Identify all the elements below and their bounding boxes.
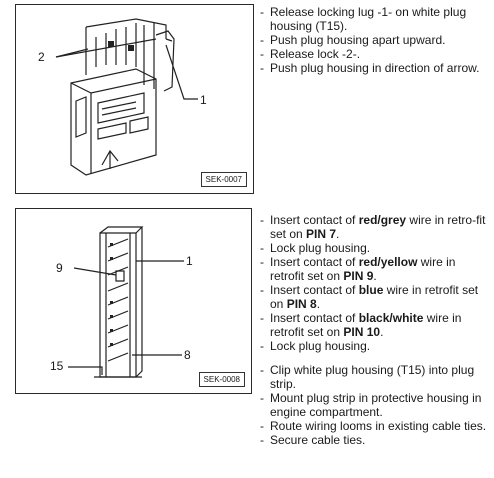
callout-15: 15 <box>50 359 64 373</box>
callout-1: 1 <box>200 93 207 107</box>
callout-8: 8 <box>184 348 191 362</box>
step: Insert contact of red/grey wire in retro… <box>260 213 488 241</box>
step: Lock plug housing. <box>260 241 488 255</box>
step: Push plug housing in direction of arrow. <box>260 61 488 75</box>
step: Insert contact of black/white wire in re… <box>260 311 488 339</box>
step: Push plug housing apart upward. <box>260 33 488 47</box>
instruction-list-1: Release locking lug -1- on white plug ho… <box>260 5 488 75</box>
step: Release locking lug -1- on white plug ho… <box>260 5 488 33</box>
instruction-list-2: Insert contact of red/grey wire in retro… <box>260 213 488 447</box>
step: Route wiring looms in existing cable tie… <box>260 419 488 433</box>
step: Insert contact of blue wire in retrofit … <box>260 283 488 311</box>
plug-strip-drawing <box>68 226 184 378</box>
step: Secure cable ties. <box>260 433 488 447</box>
figure-code: SEK-0007 <box>200 172 247 187</box>
step: Lock plug housing. <box>260 339 488 353</box>
step: Clip white plug housing (T15) into plug … <box>260 363 488 391</box>
figure-code: SEK-0008 <box>198 372 245 387</box>
step: Insert contact of red/yellow wire in ret… <box>260 255 488 283</box>
figure-plug-housing-release: 2 1 SEK-0007 <box>15 4 254 194</box>
plug-housing-drawing <box>55 18 198 176</box>
step: Release lock -2-. <box>260 47 488 61</box>
callout-2: 2 <box>38 50 45 64</box>
figure-plug-strip-pins: 9 1 15 8 SEK-0008 <box>15 208 252 394</box>
step: Mount plug strip in protective housing i… <box>260 391 488 419</box>
callout-1: 1 <box>186 254 193 268</box>
callout-9: 9 <box>56 261 63 275</box>
